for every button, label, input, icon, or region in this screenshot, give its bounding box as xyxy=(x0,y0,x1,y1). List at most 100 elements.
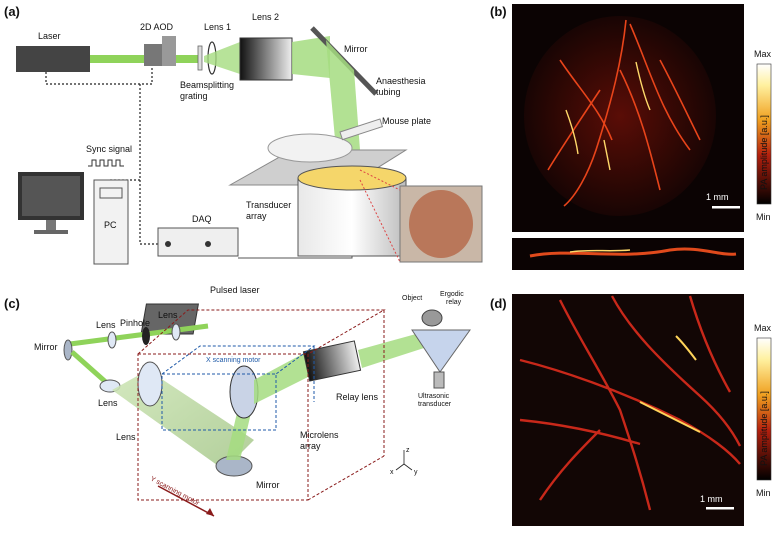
scale-bar-b-label: 1 mm xyxy=(706,192,729,202)
beam-seg-2 xyxy=(176,55,200,63)
hotspot-d-1 xyxy=(639,401,701,433)
axis-x-label: x xyxy=(390,469,394,476)
anaesthesia-label: Anaesthesia tubing xyxy=(376,76,428,97)
y-motor-label: Y scanning motor xyxy=(149,476,201,508)
inset-tissue xyxy=(409,190,473,258)
pc-drive xyxy=(99,187,123,199)
lens2 xyxy=(239,37,293,81)
lens-top-2-label: Lens xyxy=(158,310,178,320)
beam-to-relay xyxy=(254,350,310,404)
axis-y xyxy=(403,463,413,471)
inset-pointer-1 xyxy=(359,169,401,191)
vessel-d-3 xyxy=(558,299,652,511)
x-motor-label: X scanning motor xyxy=(206,357,261,364)
lens-top-1-label: Lens xyxy=(96,320,116,330)
lens-bottom xyxy=(137,361,163,407)
ultrasonic-transducer xyxy=(433,371,445,389)
mirror-left-label: Mirror xyxy=(34,342,58,352)
lens-bottom-label: Lens xyxy=(116,432,136,442)
vessel-b-3 xyxy=(547,89,601,171)
grating-label-line2: grating xyxy=(180,91,208,101)
vessel-d-4 xyxy=(519,418,641,446)
vessel-b-5 xyxy=(559,59,613,141)
aod-block-2 xyxy=(162,36,176,66)
mirror-left xyxy=(63,339,73,361)
inset-pointer-2 xyxy=(359,179,401,263)
colorbar-b xyxy=(756,63,772,205)
y-motor-arrow xyxy=(157,485,215,517)
vessel-d-6 xyxy=(688,295,732,393)
mouse-body xyxy=(267,133,353,163)
hotspot-b-2 xyxy=(565,109,579,155)
pulsed-laser-label: Pulsed laser xyxy=(210,285,260,295)
vessel-b-1 xyxy=(563,19,627,207)
panel-d: (d) 1 mm Max Min PA amplitude [a.u.] xyxy=(490,294,772,526)
beam-to-relay-prism xyxy=(358,334,424,368)
y-motor-arrowhead xyxy=(206,508,214,516)
vessel-d-1 xyxy=(519,358,741,465)
pa-vessels-b xyxy=(547,19,701,207)
lens1-label: Lens 1 xyxy=(204,22,231,32)
pinhole-label: Pinhole xyxy=(120,318,150,328)
colorbar-b-min: Min xyxy=(756,212,771,222)
colorbar-d-min: Min xyxy=(756,488,771,498)
lens-top-1 xyxy=(107,331,117,349)
beam-to-mirror xyxy=(292,36,330,78)
vessel-d-5 xyxy=(539,429,601,501)
cross-section-hot xyxy=(569,249,631,253)
daq-port-2 xyxy=(205,241,211,247)
microlens-line1: Microlens xyxy=(300,430,339,440)
grating xyxy=(197,45,203,71)
laser-box xyxy=(16,46,90,72)
vessel-d-2 xyxy=(610,295,742,447)
object-disk xyxy=(421,309,443,327)
monitor-stand xyxy=(46,220,56,230)
laser-aod-link xyxy=(45,66,153,85)
transducer-line1: Transducer xyxy=(246,200,291,210)
ergodic-prism xyxy=(411,329,471,373)
pinhole-disk xyxy=(142,327,150,345)
panel-d-label: (d) xyxy=(490,296,507,311)
beam-down xyxy=(326,40,360,150)
beam-top xyxy=(69,323,209,347)
scale-bar-d-label: 1 mm xyxy=(700,494,723,504)
axis-y-label: y xyxy=(414,469,418,476)
pa-image-d xyxy=(512,294,744,526)
pulsed-laser-box xyxy=(140,303,199,335)
microlens-label: Microlens array xyxy=(300,430,341,451)
ultrasonic-line2: transducer xyxy=(418,401,452,408)
anaesthesia-line2: tubing xyxy=(376,87,401,97)
panel-c: (c) Pulsed laser Lens Pinhole Lens Mirro… xyxy=(4,285,471,517)
cross-section-band xyxy=(529,247,737,258)
lens-top-2 xyxy=(171,323,181,341)
transducer-top xyxy=(297,165,407,191)
relay-lens-label: Relay lens xyxy=(336,392,379,402)
pa-hotspots-d xyxy=(639,335,701,433)
lens2-label: Lens 2 xyxy=(252,12,279,22)
transducer-label: Transducer array xyxy=(246,200,294,221)
colorbar-d-max: Max xyxy=(754,323,772,333)
colorbar-d xyxy=(756,337,772,481)
mirror-bottom-label: Mirror xyxy=(256,480,280,490)
panel-a: (a) Laser 2D AOD Lens 1 Lens 2 Mirror Be… xyxy=(4,4,483,265)
anaesthesia-tube xyxy=(339,118,384,141)
pa-tissue-region xyxy=(524,16,716,216)
ultrasonic-line1: Ultrasonic xyxy=(418,393,450,400)
hotspot-d-2 xyxy=(675,335,697,361)
scale-bar-b xyxy=(712,206,740,209)
axes-triad xyxy=(395,450,413,471)
ergodic-line1: Ergodic xyxy=(440,291,464,298)
y-motor-box xyxy=(137,309,386,501)
daq-label: DAQ xyxy=(192,214,212,224)
grating-label-line1: Beamsplitting xyxy=(180,80,234,90)
transducer-cylinder xyxy=(297,177,407,257)
scale-bar-d xyxy=(706,507,734,510)
laser-beam xyxy=(90,55,150,63)
colorbar-b-title: PA amplitude [a.u.] xyxy=(759,115,769,190)
x-motor-box xyxy=(161,345,316,431)
vessel-b-6 xyxy=(659,59,701,141)
y-motor-rect xyxy=(137,353,309,501)
beam-left-down xyxy=(70,350,110,386)
object-label: Object xyxy=(402,295,422,302)
